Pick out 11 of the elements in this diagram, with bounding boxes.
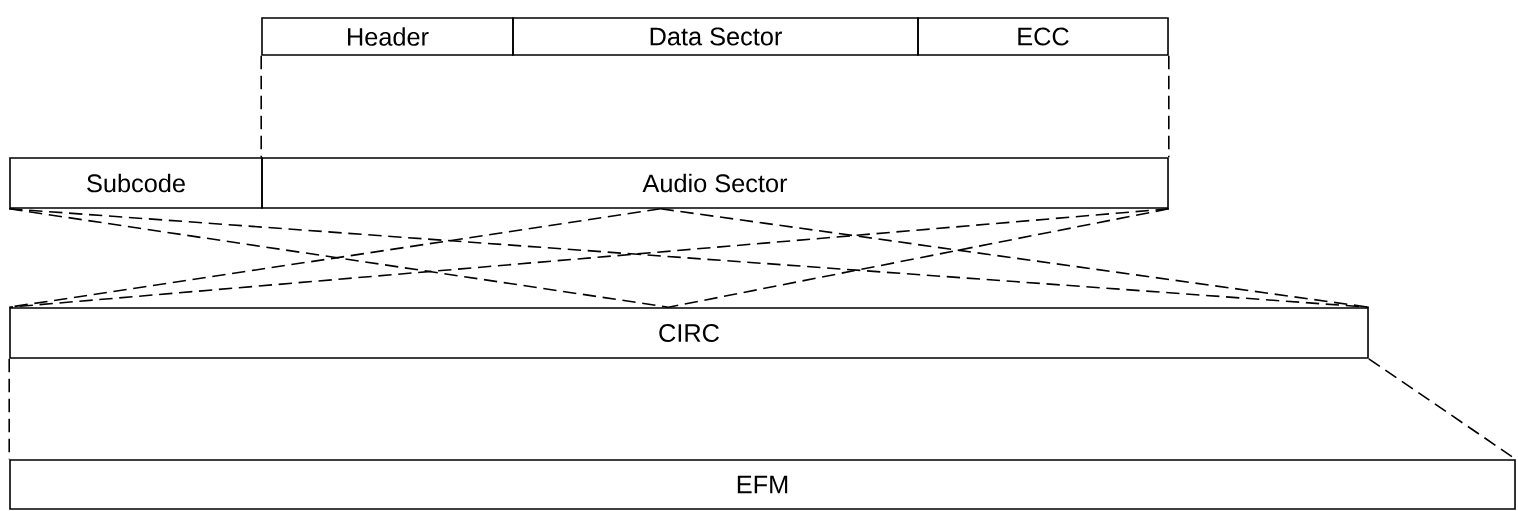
- sector-box: EFM: [9, 459, 1516, 510]
- dashed-line: [667, 208, 1170, 308]
- sector-box: Audio Sector: [261, 157, 1169, 209]
- sector-box: Header: [261, 17, 514, 56]
- dashed-line: [260, 55, 262, 158]
- sector-box: ECC: [917, 17, 1169, 56]
- sector-box: CIRC: [9, 307, 1369, 359]
- sector-box: Subcode: [9, 157, 263, 209]
- dashed-line: [659, 208, 1370, 308]
- sector-box: Data Sector: [512, 17, 919, 56]
- dashed-line: [1168, 55, 1170, 158]
